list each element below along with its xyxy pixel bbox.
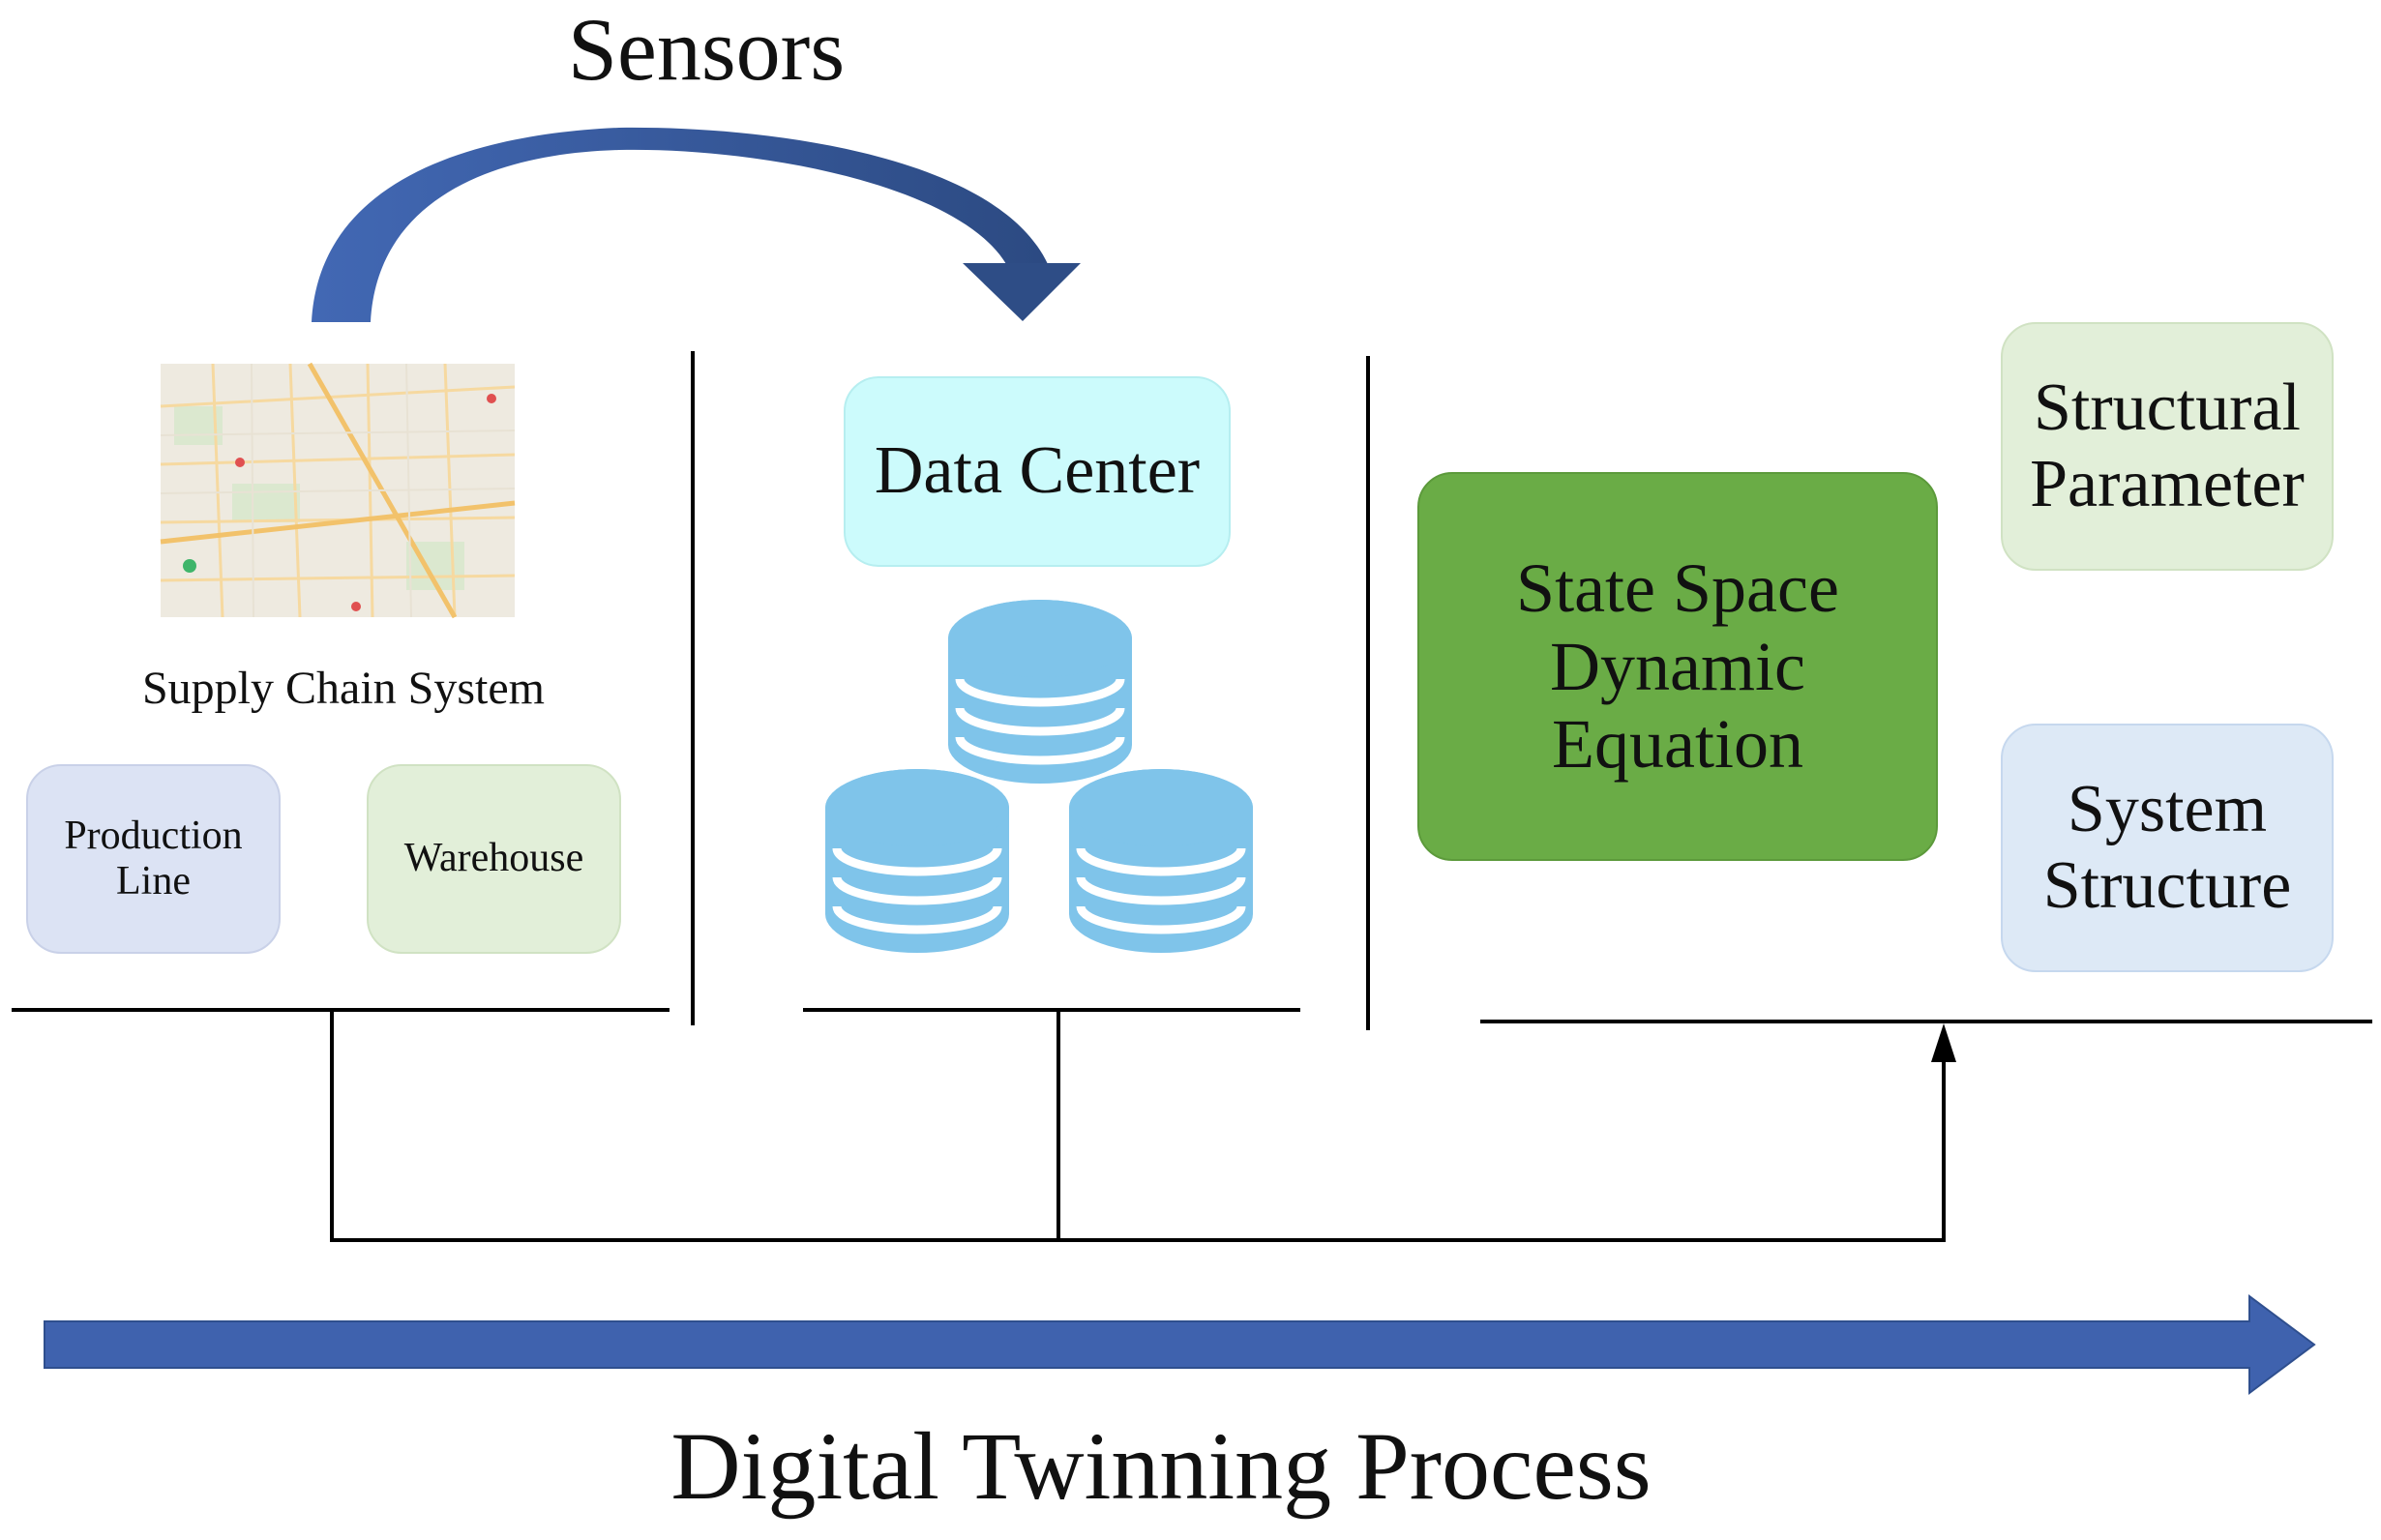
process-arrow bbox=[44, 1294, 2316, 1395]
process-label: Digital Twinning Process bbox=[670, 1412, 1652, 1520]
database-icon bbox=[948, 600, 1132, 784]
warehouse-box: Warehouse bbox=[367, 764, 621, 954]
data-center-box: Data Center bbox=[844, 376, 1231, 567]
sensors-curved-arrow bbox=[312, 127, 1081, 322]
section-dividers bbox=[691, 351, 1370, 1030]
base-lines bbox=[12, 1008, 2372, 1023]
connector-lines bbox=[330, 1010, 1946, 1242]
database-icon bbox=[1069, 769, 1253, 953]
supply-chain-label: Supply Chain System bbox=[141, 663, 546, 714]
database-icon bbox=[825, 769, 1009, 953]
state-space-box: State Space Dynamic Equation bbox=[1417, 472, 1938, 861]
system-structure-box: System Structure bbox=[2001, 724, 2334, 972]
structural-parameter-box: Structural Parameter bbox=[2001, 322, 2334, 571]
sensors-label: Sensors bbox=[567, 0, 846, 99]
connector-arrowhead bbox=[1931, 1023, 1956, 1062]
map-thumbnail bbox=[160, 362, 516, 619]
production-line-box: Production Line bbox=[26, 764, 281, 954]
